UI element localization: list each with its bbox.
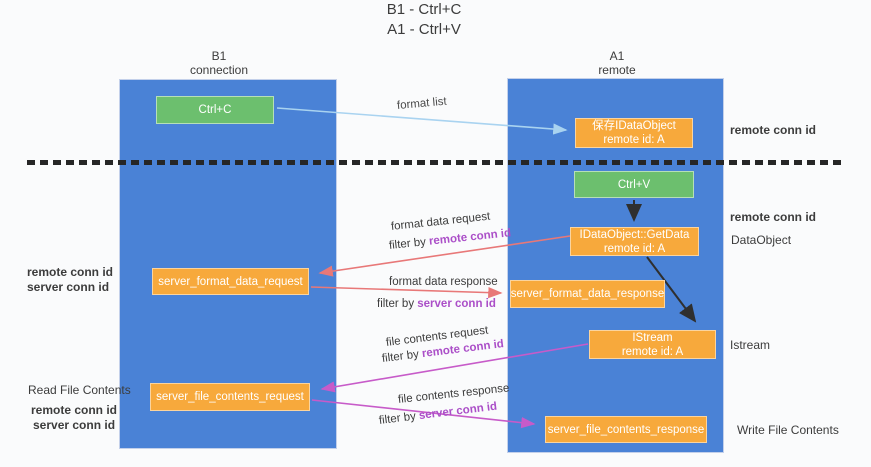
right-label-write-file-contents: Write File Contents [737, 423, 839, 437]
left-label-remote-conn-id-1: remote conn id [27, 265, 114, 279]
left-label-server-conn-id-2: server conn id [33, 418, 116, 432]
node-ctrl-v-label: Ctrl+V [617, 178, 651, 191]
lifeline-a1-name: A1 [609, 49, 625, 63]
node-server-file-contents-request-label: server_file_contents_request [156, 391, 304, 403]
node-ctrl-c: Ctrl+C [156, 96, 274, 124]
remote-conn-id-text: remote conn id [428, 227, 512, 248]
left-label-server-conn-id-1: server conn id [27, 280, 110, 294]
node-server-file-contents-response: server_file_contents_response [545, 416, 707, 443]
label-filter-server-conn-id-2: filter by server conn id [378, 401, 497, 427]
node-save-idataobject-line2: remote id: A [603, 134, 665, 146]
right-label-dataobject: DataObject [731, 233, 792, 247]
lifeline-header-a1: A1 remote [537, 49, 697, 77]
label-format-list: format list [396, 95, 448, 112]
label-format-data-request: format data request [390, 210, 491, 233]
lifeline-b1-name: B1 [211, 49, 227, 63]
node-server-file-contents-response-label: server_file_contents_response [547, 423, 705, 436]
node-save-idataobject: 保存IDataObject remote id: A [575, 118, 693, 148]
node-istream: IStream remote id: A [589, 330, 716, 359]
label-format-data-response: format data response [389, 276, 498, 288]
filter-by-prefix: filter by [381, 348, 423, 365]
lifeline-a1-role: remote [598, 63, 636, 77]
filter-by-prefix: filter by [377, 298, 418, 310]
node-istream-line2: remote id: A [621, 345, 684, 358]
node-idataobject-getdata-line2: remote id: A [603, 242, 666, 255]
title-line-1: B1 - Ctrl+C [386, 1, 462, 18]
node-ctrl-v: Ctrl+V [574, 171, 694, 198]
left-label-read-file-contents: Read File Contents [28, 383, 131, 397]
filter-by-prefix: filter by [388, 235, 430, 252]
filter-by-prefix: filter by [378, 410, 420, 427]
node-istream-line1: IStream [632, 331, 673, 344]
title-line-2: A1 - Ctrl+V [387, 21, 461, 38]
node-save-idataobject-line1: 保存IDataObject [592, 120, 676, 132]
right-label-remote-conn-id-2: remote conn id [730, 210, 817, 224]
node-server-format-data-request-label: server_format_data_request [158, 275, 303, 288]
node-server-format-data-response-label: server_format_data_response [510, 288, 665, 300]
node-idataobject-getdata-line1: IDataObject::GetData [579, 228, 690, 241]
phase-divider-dashed-line [27, 160, 843, 165]
right-label-istream: Istream [730, 338, 771, 352]
right-label-remote-conn-id-1: remote conn id [730, 123, 817, 137]
lifeline-header-b1: B1 connection [139, 49, 299, 77]
node-ctrl-c-label: Ctrl+C [198, 104, 232, 116]
node-server-format-data-request: server_format_data_request [152, 268, 309, 295]
node-server-file-contents-request: server_file_contents_request [150, 383, 310, 411]
node-idataobject-getdata: IDataObject::GetData remote id: A [570, 227, 699, 256]
diagram-title: B1 - Ctrl+C A1 - Ctrl+V [0, 0, 848, 40]
node-server-format-data-response: server_format_data_response [510, 280, 665, 308]
left-label-remote-conn-id-2: remote conn id [31, 403, 118, 417]
lifeline-b1-role: connection [189, 63, 249, 77]
server-conn-id-text: server conn id [417, 298, 496, 310]
label-filter-server-conn-id-1: filter by server conn id [377, 298, 496, 310]
server-conn-id-text: server conn id [418, 400, 498, 423]
